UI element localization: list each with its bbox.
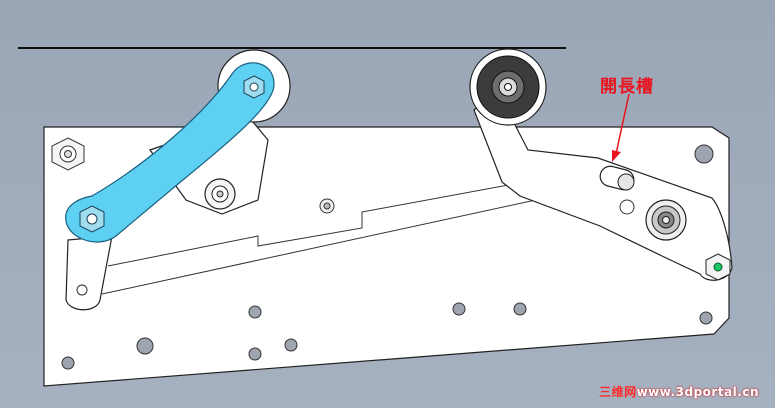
plate-hole bbox=[248, 347, 262, 361]
slot-callout-label: 開長槽 bbox=[600, 77, 654, 97]
plate-hole bbox=[452, 302, 466, 316]
swing-arm-hole bbox=[619, 199, 635, 215]
long-slot bbox=[599, 165, 635, 191]
plate-hole bbox=[61, 356, 75, 370]
arm-pivot-upper bbox=[243, 75, 265, 99]
right-top-roller bbox=[469, 48, 547, 126]
plate-holes bbox=[61, 144, 714, 370]
watermark-site: www.3dportal.cn bbox=[636, 385, 759, 399]
plate-hole bbox=[284, 338, 298, 352]
lower-link-line bbox=[101, 185, 601, 295]
arm-pivot-lower bbox=[79, 205, 105, 233]
highlight-arm bbox=[65, 62, 275, 243]
plate-hole bbox=[136, 337, 154, 355]
left-link-pin-hole bbox=[76, 284, 88, 296]
plate-hole bbox=[699, 311, 713, 325]
swing-arm-bearing bbox=[645, 199, 687, 241]
plate-hole bbox=[248, 305, 262, 319]
plate-hole bbox=[694, 144, 714, 164]
hex-nut-top-left bbox=[51, 137, 85, 171]
end-hex-nut bbox=[705, 253, 731, 281]
callout-arrow bbox=[612, 93, 630, 162]
watermark-prefix: 三维网 bbox=[599, 385, 637, 399]
middle-roller bbox=[204, 178, 236, 210]
watermark: 三维网www.3dportal.cn bbox=[599, 383, 759, 400]
plate-hole bbox=[513, 302, 527, 316]
stepped-edge bbox=[107, 167, 601, 267]
center-screw bbox=[319, 198, 335, 214]
